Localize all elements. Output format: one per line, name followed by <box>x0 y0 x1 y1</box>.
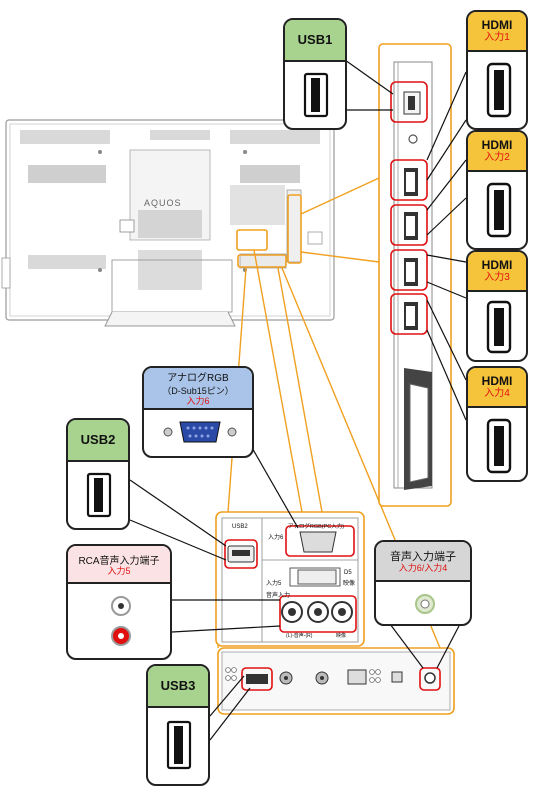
rca-jacks-icon <box>111 596 131 646</box>
panel-d5-label: D5 <box>344 570 352 576</box>
analog-rgb-card: アナログRGB （D-Sub15ピン） 入力6 <box>142 366 254 458</box>
usb3-title: USB3 <box>160 677 196 693</box>
usb2-title: USB2 <box>80 431 116 447</box>
analog-rgb-title: アナログRGB <box>167 373 229 385</box>
panel-video-label: 映像 <box>336 633 347 639</box>
analog-rgb-subtitle: （D-Sub15ピン） <box>162 386 234 397</box>
audio-input-card: 音声入力端子 入力6/入力4 <box>374 540 472 626</box>
hdmi2-sub: 入力2 <box>484 152 510 164</box>
antenna-connectors <box>279 671 329 685</box>
usb2-card: USB2 <box>66 418 130 530</box>
hdmi3-sub: 入力3 <box>484 272 510 284</box>
usb-port-icon <box>303 72 329 118</box>
hdmi1-title: HDMI <box>481 17 513 32</box>
hdmi2-title: HDMI <box>481 137 513 152</box>
panel-usb2-label: USB2 <box>232 524 248 530</box>
hdmi-port-icon <box>486 300 512 354</box>
tv-logo: AQUOS <box>144 198 182 208</box>
rca-audio-card: RCA音声入力端子 入力5 <box>66 544 172 660</box>
side-hdmi-ports <box>404 168 418 330</box>
usb-port-icon <box>86 472 112 518</box>
dsub-port-icon <box>163 421 237 443</box>
usb1-card: USB1 <box>283 18 347 130</box>
hdmi3-title: HDMI <box>481 257 513 272</box>
audio-input-sub: 入力6/入力4 <box>398 563 448 574</box>
hdmi-port-icon <box>486 418 512 474</box>
hdmi-port-icon <box>486 62 512 118</box>
panel-rl-label: (L)-音声-(R) <box>286 633 313 639</box>
hdmi1-sub: 入力1 <box>484 32 510 44</box>
usb1-title: USB1 <box>297 31 333 47</box>
audio-input-title: 音声入力端子 <box>390 551 456 564</box>
side-usb1-port <box>403 91 421 115</box>
hdmi4-title: HDMI <box>481 373 513 388</box>
panel-analog-pc-label: アナログRGB(PC入力) <box>288 524 345 530</box>
tv-back-illustration <box>1 119 335 327</box>
hdmi-port-icon <box>486 182 512 238</box>
panel-input5-label: 入力5 <box>266 581 282 587</box>
mini-jack-icon <box>415 594 435 614</box>
panel-d5-video-label: 映像 <box>343 581 356 587</box>
usb-port-icon <box>166 720 192 770</box>
rca-jacks-panel <box>281 601 353 623</box>
panel-audio-label: 音声入力 <box>266 593 291 599</box>
analog-rgb-sub: 入力6 <box>186 396 210 407</box>
hdmi4-sub: 入力4 <box>484 388 510 400</box>
usb3-card: USB3 <box>146 664 210 786</box>
rca-title: RCA音声入力端子 <box>78 555 160 567</box>
rca-sub: 入力5 <box>107 565 131 576</box>
panel-input6-label: 入力6 <box>268 535 284 541</box>
